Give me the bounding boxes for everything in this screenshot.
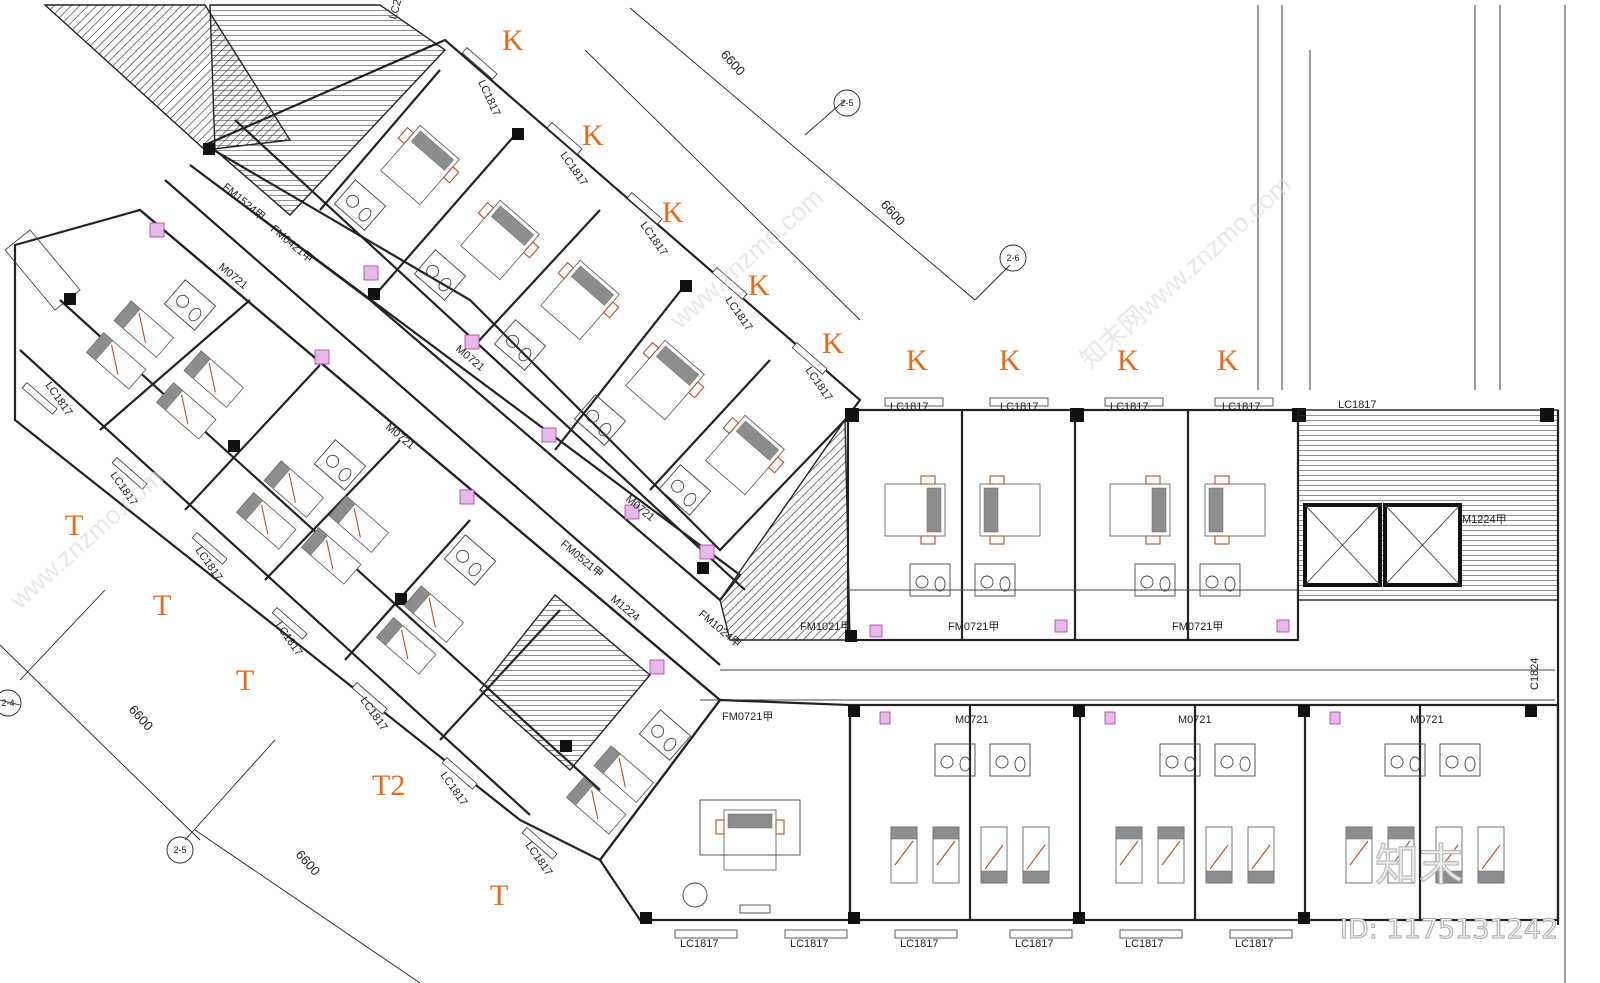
- tag-lc1817: LC1817: [558, 150, 590, 188]
- axis-bubble-2-4: 2-4: [0, 689, 22, 717]
- watermark: www.znzmo.com: [3, 462, 169, 615]
- dimension-6600-a: 6600: [718, 47, 748, 79]
- svg-text:2-6: 2-6: [1006, 253, 1019, 263]
- tag-lc1817: LC1817: [1125, 938, 1164, 950]
- room-type-k: K: [1217, 344, 1239, 377]
- room-type-k: K: [999, 344, 1021, 377]
- room-type-k: K: [582, 119, 604, 152]
- tag-fm0421: FM0421甲: [268, 223, 315, 265]
- image-id-label: ID: 1175131242: [1340, 914, 1558, 945]
- room-type-t2: T2: [372, 769, 405, 802]
- tag-lc1817: LC1817: [1235, 938, 1274, 950]
- room-type-t: T: [153, 589, 171, 622]
- room-type-k: K: [906, 344, 928, 377]
- axis-bubble-2-5-top: 2-5: [833, 89, 861, 117]
- tag-lc1817: LC1817: [1110, 401, 1149, 413]
- dimension-6600-c: 6600: [126, 702, 156, 734]
- tag-lc1817: LC1817: [680, 938, 719, 950]
- tag-lc1817: LC1817: [1000, 401, 1039, 413]
- tag-lc2410: LC2410: [387, 0, 409, 21]
- axis-lines: [0, 5, 1566, 983]
- tag-m0721: M0721: [383, 421, 416, 452]
- bottom-orthogonal-row: [598, 698, 1560, 939]
- tag-fm0721: FM0721甲: [722, 711, 773, 723]
- tag-lc1817: LC1817: [1222, 401, 1261, 413]
- watermark: 知末网www.znzmo.com: [1074, 169, 1297, 374]
- tag-lc1817: LC1817: [790, 938, 829, 950]
- tag-m0721: M0721: [1178, 714, 1212, 726]
- tag-lc1817: LC1817: [1015, 938, 1054, 950]
- room-type-k: K: [502, 24, 524, 57]
- tag-lc1817: LC1817: [475, 78, 502, 118]
- room-type-t: T: [490, 879, 508, 912]
- tag-lc1817: LC1817: [900, 938, 939, 950]
- room-type-k: K: [1117, 344, 1139, 377]
- dimension-6600-b: 6600: [878, 197, 908, 229]
- room-type-t: T: [65, 509, 83, 542]
- tag-lc1817: LC1817: [1338, 399, 1377, 411]
- tag-lc1817: LC1817: [890, 401, 929, 413]
- tag-fm1021: FM1021甲: [800, 621, 851, 633]
- tag-fm0721: FM0721甲: [1172, 621, 1223, 633]
- room-type-k: K: [748, 269, 770, 302]
- top-orthogonal-row: [719, 397, 1560, 925]
- svg-text:2-5: 2-5: [840, 98, 853, 108]
- axis-bubble-2-6: 2-6: [999, 244, 1027, 272]
- upper-diagonal-wing: [43, 4, 862, 666]
- lower-diagonal-wing: [4, 208, 722, 862]
- room-type-k: K: [822, 327, 844, 360]
- watermark: www.znzmo.com: [663, 182, 829, 335]
- tag-fm0721: FM0721甲: [948, 621, 999, 633]
- axis-bubble-2-5-bottom: 2-5: [166, 836, 194, 864]
- svg-text:2-4: 2-4: [1, 698, 14, 708]
- stair-core-upper: [209, 4, 447, 216]
- brand-logo: 知末: [1375, 840, 1463, 891]
- room-type-t: T: [236, 664, 254, 697]
- room-type-k: K: [662, 196, 684, 229]
- tag-c1824: C1824: [1529, 658, 1541, 690]
- tag-m0721: M0721: [1410, 714, 1444, 726]
- dimension-6600-d: 6600: [293, 847, 323, 879]
- tag-m1224: M1224甲: [1462, 514, 1507, 526]
- svg-text:2-5: 2-5: [173, 845, 186, 855]
- tag-m0721: M0721: [955, 714, 989, 726]
